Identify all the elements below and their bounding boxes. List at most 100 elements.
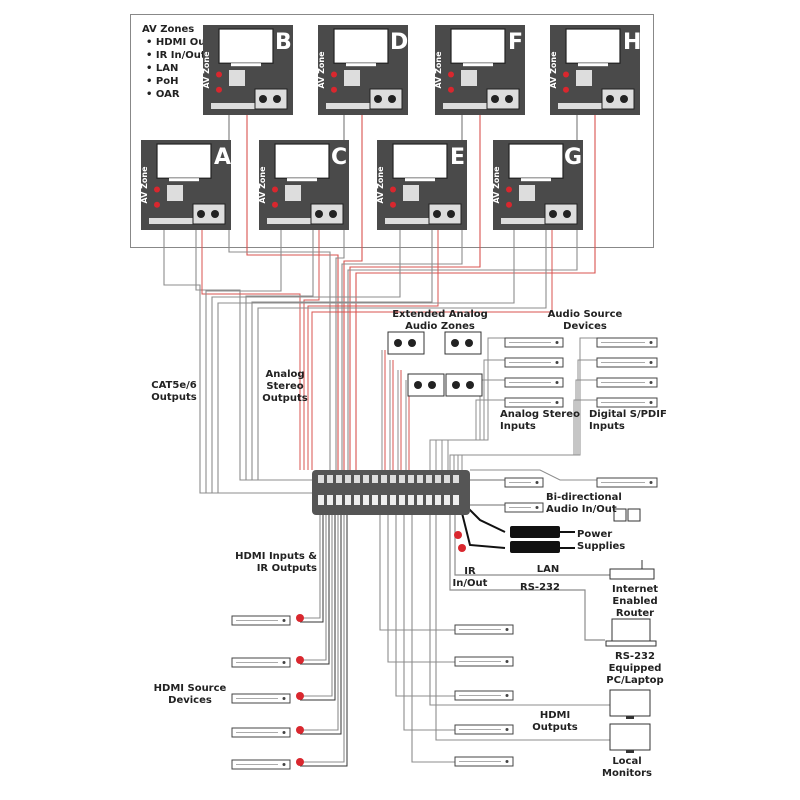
cable bbox=[245, 230, 320, 481]
matrix-port bbox=[408, 475, 414, 483]
cat-outputs-label: CAT5e/6 Outputs bbox=[151, 380, 197, 403]
analog-source-device bbox=[504, 357, 564, 368]
ir-icon bbox=[506, 201, 512, 208]
speaker-icon bbox=[394, 339, 402, 347]
device-led bbox=[282, 731, 286, 734]
matrix-port bbox=[417, 495, 423, 505]
bidirectional-device bbox=[596, 477, 658, 488]
ir-icon bbox=[296, 692, 304, 700]
matrix-port bbox=[390, 495, 396, 505]
matrix-port bbox=[354, 495, 360, 505]
power-supply-icon bbox=[510, 541, 560, 553]
connector-strip bbox=[385, 218, 429, 224]
tv-icon bbox=[218, 28, 274, 64]
audio-source-label: Audio Source Devices bbox=[547, 309, 623, 332]
bidirectional-module bbox=[504, 477, 544, 488]
speaker-terminal bbox=[254, 88, 288, 110]
cable bbox=[217, 230, 515, 494]
cable bbox=[470, 469, 597, 481]
cable bbox=[435, 515, 610, 741]
speaker-icon bbox=[329, 210, 337, 218]
ir-icon bbox=[296, 726, 304, 734]
speaker-terminal bbox=[544, 203, 578, 225]
extended-zone-box bbox=[387, 331, 425, 355]
zone-feature: OAR bbox=[146, 88, 210, 101]
tv-stand bbox=[578, 63, 608, 67]
ir-icon bbox=[154, 186, 160, 193]
speaker-icon bbox=[428, 381, 436, 389]
plug-icon bbox=[576, 70, 592, 86]
device-led bbox=[535, 481, 539, 484]
laptop-icon bbox=[611, 618, 651, 642]
device-led bbox=[649, 361, 653, 364]
device-led bbox=[505, 728, 509, 731]
ir-icon bbox=[272, 186, 278, 193]
matrix-port bbox=[345, 495, 351, 505]
matrix-port bbox=[435, 475, 441, 483]
cable bbox=[449, 337, 597, 470]
cable bbox=[379, 515, 455, 631]
matrix-port bbox=[318, 475, 324, 483]
ir-icon bbox=[390, 201, 396, 208]
ir-icon bbox=[331, 71, 337, 78]
matrix-port bbox=[453, 475, 459, 483]
av-zone-panel: AV Zone bbox=[376, 140, 467, 230]
device-led bbox=[505, 660, 509, 663]
connector-strip bbox=[443, 103, 487, 109]
matrix-port bbox=[444, 495, 450, 505]
zone-label-vertical: AV Zone bbox=[434, 51, 443, 89]
hdmi-output-device bbox=[454, 690, 514, 701]
extended-zone-box bbox=[445, 373, 483, 397]
cable bbox=[411, 515, 455, 763]
ir-icon bbox=[272, 201, 278, 208]
tv-icon bbox=[333, 28, 389, 64]
cable bbox=[454, 510, 610, 576]
hdmi-outputs-label: HDMI Outputs bbox=[532, 710, 578, 733]
bidirectional-label: Bi-directional Audio In/Out bbox=[546, 492, 622, 515]
matrix-port bbox=[399, 495, 405, 505]
matrix-port bbox=[399, 475, 405, 483]
cable bbox=[300, 515, 342, 735]
zone-label-vertical: AV Zone bbox=[140, 166, 149, 204]
ir-icon bbox=[454, 531, 462, 539]
speaker-icon bbox=[447, 210, 455, 218]
speaker-icon bbox=[563, 210, 571, 218]
hdmi-source-device bbox=[231, 657, 291, 668]
matrix-switcher bbox=[312, 470, 470, 515]
zone-terminal bbox=[387, 331, 425, 355]
cable bbox=[429, 515, 610, 706]
cable bbox=[300, 515, 327, 661]
hdmi-output-device bbox=[454, 624, 514, 635]
matrix-port bbox=[426, 475, 432, 483]
speaker-icon bbox=[315, 210, 323, 218]
hdmi-source-device bbox=[231, 693, 291, 704]
cable bbox=[459, 504, 506, 549]
matrix-port bbox=[363, 475, 369, 483]
matrix-port bbox=[372, 495, 378, 505]
cable bbox=[453, 359, 597, 470]
zone-terminal bbox=[444, 331, 482, 355]
zone-feature: PoH bbox=[146, 75, 210, 88]
device-led bbox=[555, 381, 559, 384]
speaker-icon bbox=[273, 95, 281, 103]
device-led bbox=[555, 401, 559, 404]
zone-feature: IR In/Out bbox=[146, 49, 210, 62]
connector-strip bbox=[267, 218, 311, 224]
analog-inputs-label: Analog Stereo Inputs bbox=[500, 409, 580, 432]
matrix-port bbox=[435, 495, 441, 505]
speaker-icon bbox=[491, 95, 499, 103]
tv-stand bbox=[231, 63, 261, 67]
device-led bbox=[555, 361, 559, 364]
matrix-port bbox=[390, 475, 396, 483]
laptop-base bbox=[605, 640, 657, 647]
tv-stand bbox=[287, 178, 317, 182]
tv-icon bbox=[156, 143, 212, 179]
zone-label-vertical: AV Zone bbox=[492, 166, 501, 204]
matrix-port bbox=[336, 495, 342, 505]
ir-icon bbox=[506, 186, 512, 193]
device-led bbox=[535, 506, 539, 509]
av-zone-panel: AV Zone bbox=[202, 25, 293, 115]
device-led bbox=[649, 381, 653, 384]
